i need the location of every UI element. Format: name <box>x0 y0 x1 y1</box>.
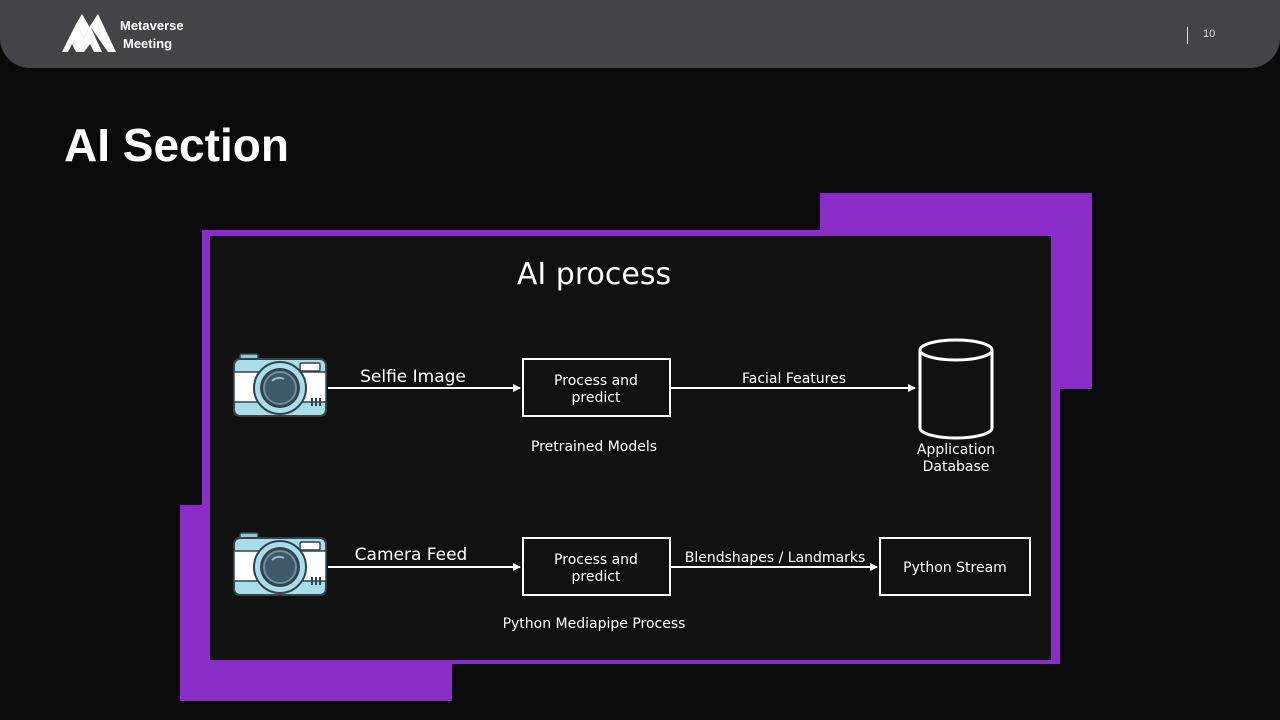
camera-icon <box>233 353 327 417</box>
diagram-title: AI process <box>517 257 671 292</box>
process-box-1-line2: predict <box>572 390 621 406</box>
process-box-2-line2: predict <box>572 569 621 585</box>
database-label-line2: Database <box>923 459 990 475</box>
slide-header: Metaverse Meeting 10 <box>0 0 1280 68</box>
brand-line-2: Meeting <box>123 36 173 51</box>
camera-feed-label: Camera Feed <box>355 545 468 565</box>
page-number-divider <box>1187 27 1188 44</box>
brand-line-1: Metaverse <box>120 18 184 33</box>
python-stream-box <box>879 537 1031 596</box>
mediapipe-caption: Python Mediapipe Process <box>503 616 686 632</box>
slide-title: AI Section <box>64 119 289 171</box>
database-icon <box>918 338 994 440</box>
brand-name: Metaverse Meeting <box>120 17 184 53</box>
camera-icon <box>233 532 327 596</box>
metaverse-logo-icon <box>62 14 116 52</box>
pretrained-models-caption: Pretrained Models <box>531 439 657 455</box>
selfie-image-label: Selfie Image <box>360 367 466 387</box>
process-box-2-line1: Process and <box>554 552 638 568</box>
python-stream-label: Python Stream <box>903 560 1007 576</box>
page-number: 10 <box>1203 28 1216 40</box>
blendshapes-label: Blendshapes / Landmarks <box>685 550 866 566</box>
process-box-1-line1: Process and <box>554 373 638 389</box>
database-label-line1: Application <box>917 442 995 458</box>
ai-process-diagram: AI process Selfie Image Process and pred… <box>210 236 1051 660</box>
facial-features-label: Facial Features <box>742 371 846 387</box>
